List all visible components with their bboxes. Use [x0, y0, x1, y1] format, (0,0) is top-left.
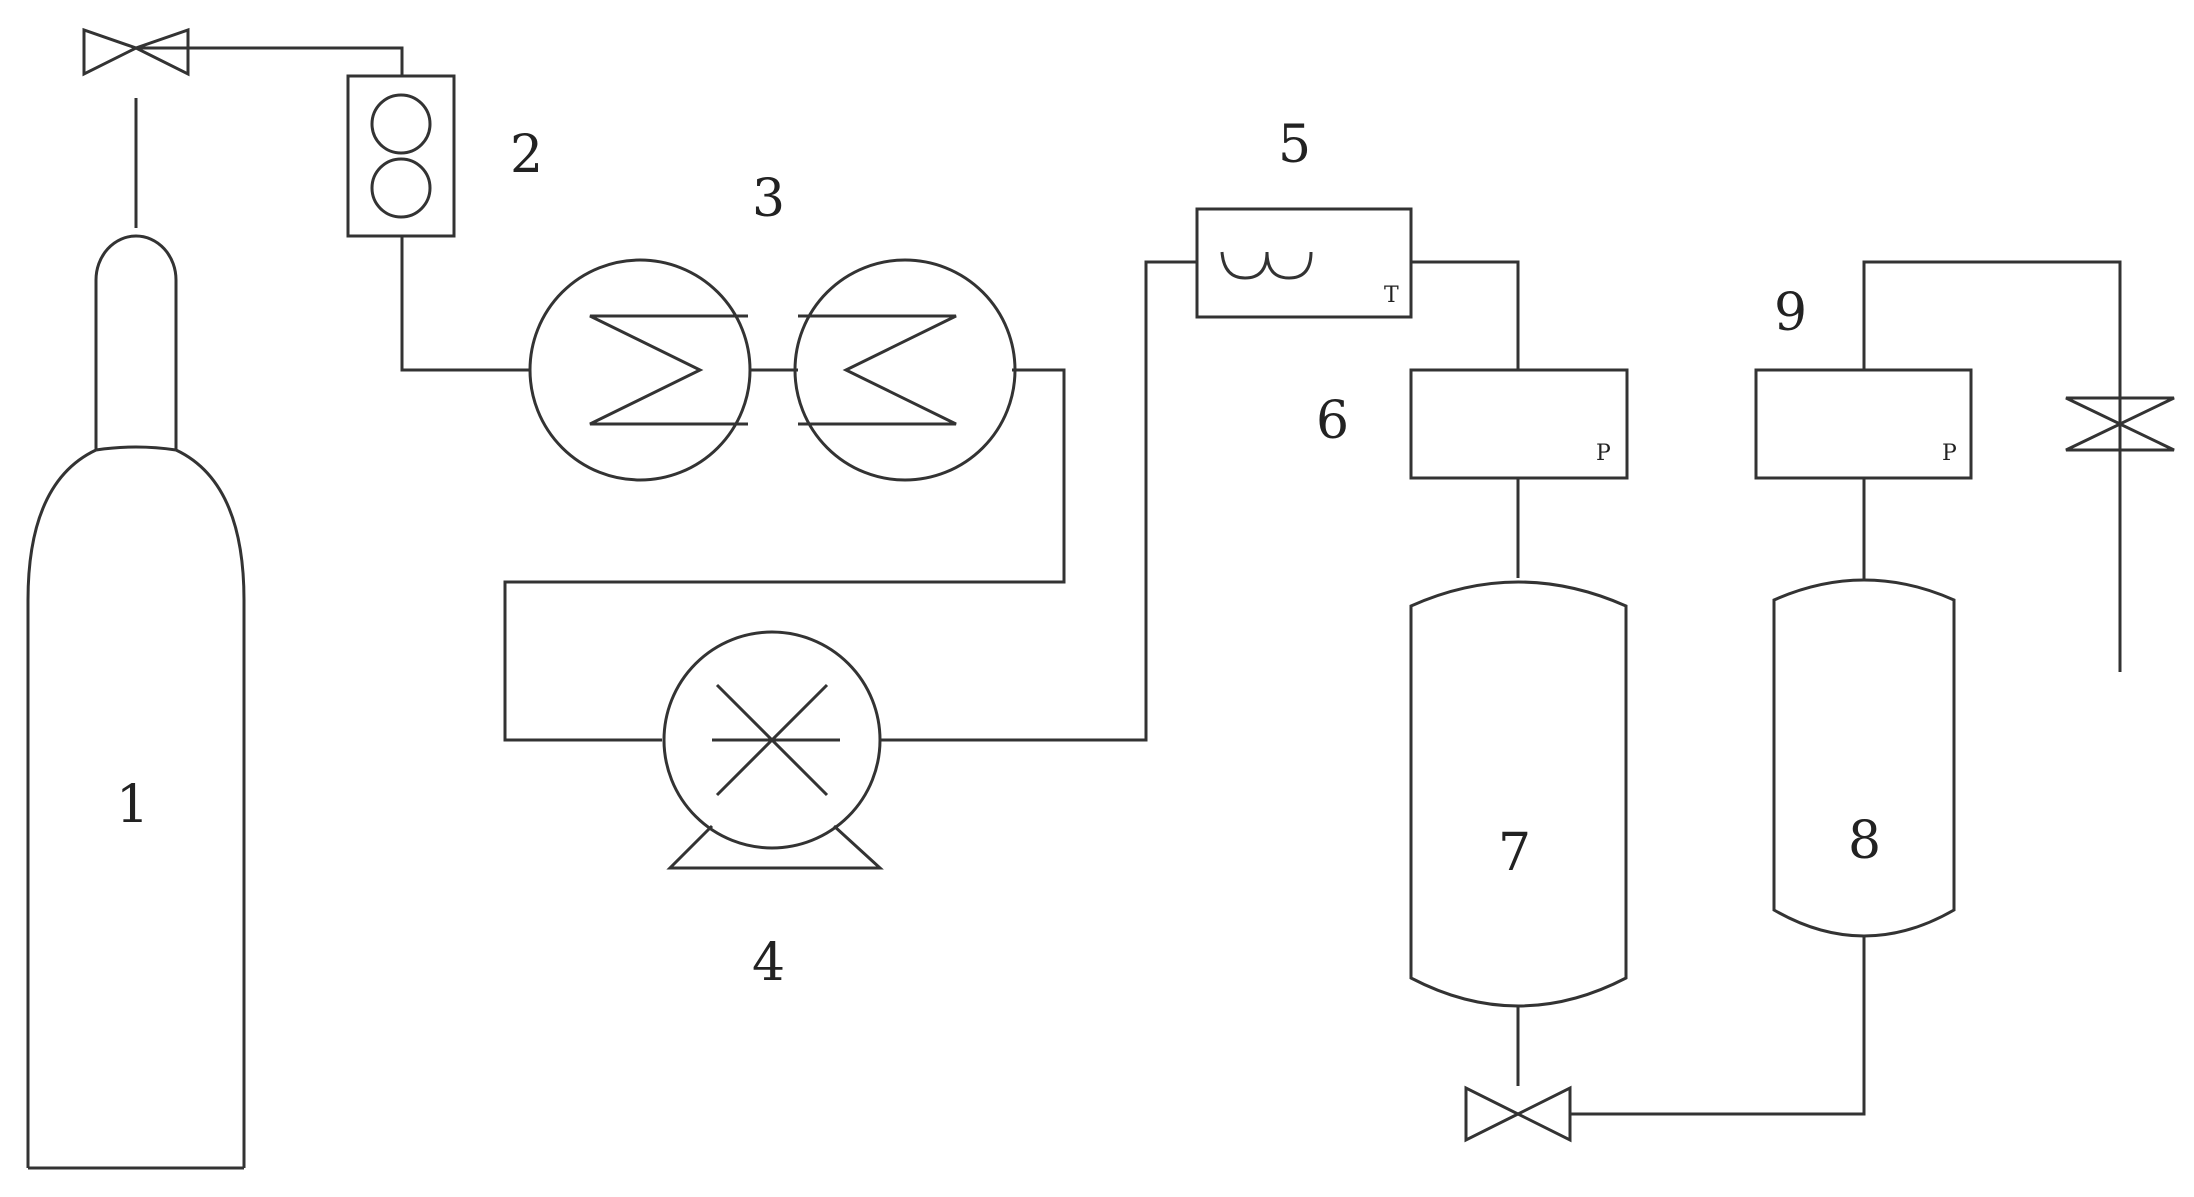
- pressure-sensor-9: [1754, 368, 1973, 480]
- label-2: 2: [510, 125, 543, 185]
- label-3: 3: [752, 169, 785, 229]
- gas-cylinder: [26, 98, 246, 1170]
- pipe-exchangers-to-pump: [503, 368, 1066, 742]
- label-9: 9: [1774, 283, 1807, 343]
- heating-coil-icon: [1220, 251, 1313, 280]
- pressure-marker-6: P: [1596, 441, 1611, 466]
- pipe-sensor-9-to-outlet: [1862, 260, 2122, 672]
- pipe-pump-to-heater: [880, 260, 1197, 742]
- label-1: 1: [116, 775, 149, 835]
- vessel-7: [1409, 580, 1628, 1008]
- heater: [1195, 207, 1413, 319]
- pump: [662, 630, 884, 870]
- pipe-heater-to-sensor-6: [1411, 260, 1520, 370]
- label-8: 8: [1848, 811, 1881, 871]
- label-6: 6: [1316, 391, 1349, 451]
- outlet-valve-icon: [2065, 396, 2175, 452]
- vessel-valve-icon: [1464, 1085, 1572, 1143]
- cylinder-valve-icon: [82, 27, 190, 77]
- label-7: 7: [1498, 823, 1531, 883]
- pressure-marker-9: P: [1942, 441, 1957, 466]
- pipe-valve-to-flowmeter: [134, 46, 404, 76]
- vessel-8: [1772, 578, 1956, 938]
- label-5: 5: [1278, 115, 1311, 175]
- label-4: 4: [752, 933, 785, 993]
- pressure-sensor-6: [1409, 368, 1629, 480]
- flowmeter: [346, 74, 456, 238]
- heat-exchanger-2: [793, 258, 1017, 482]
- pipe-flowmeter-to-heat-exchangers: [400, 236, 530, 372]
- temperature-marker: T: [1384, 283, 1399, 308]
- pipe-valve-to-vessel-8: [1570, 937, 1866, 1116]
- heat-exchanger-1: [528, 258, 752, 482]
